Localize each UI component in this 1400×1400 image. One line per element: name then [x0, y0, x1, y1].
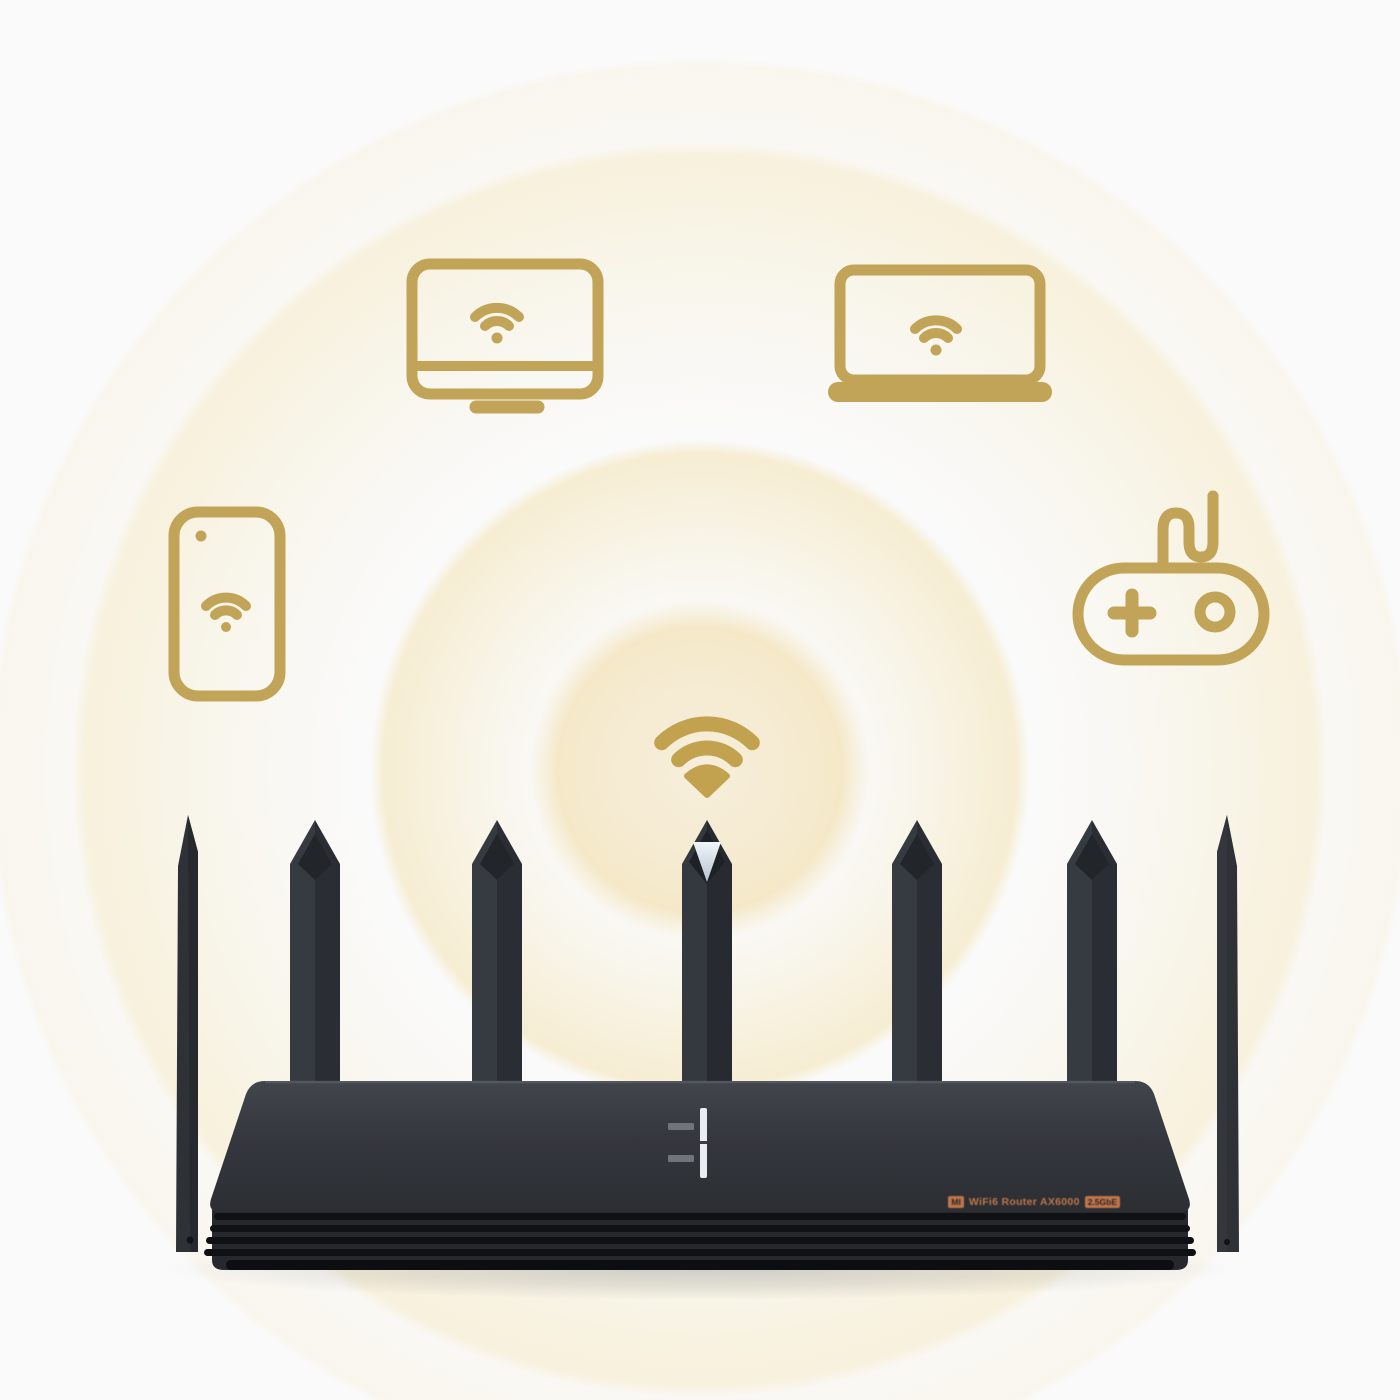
router-label-brand-badge: MI	[948, 1196, 964, 1208]
router-label-speed-badge: 2.5GbE	[1084, 1196, 1120, 1208]
antenna-blade-3	[892, 820, 942, 1090]
antenna-blade-2	[472, 820, 522, 1090]
antenna-blade-center	[682, 820, 732, 1090]
antenna-side-right	[1217, 815, 1239, 1252]
antenna-side-left	[176, 815, 198, 1252]
router-label-model: WiFi6 Router AX6000	[968, 1196, 1080, 1208]
antenna-blade-4	[1067, 820, 1117, 1090]
router-logo	[668, 1108, 707, 1178]
phone-wifi-icon	[168, 506, 286, 702]
router	[176, 815, 1239, 1270]
gamepad-icon	[1072, 490, 1270, 666]
laptop-wifi-icon	[828, 264, 1052, 402]
router-label: MI WiFi6 Router AX6000 2.5GbE	[900, 1192, 1120, 1212]
router-fins	[204, 1208, 1196, 1270]
monitor-wifi-icon	[406, 258, 604, 414]
antenna-blade-1	[290, 820, 340, 1090]
wifi-signal-icon	[654, 716, 760, 798]
